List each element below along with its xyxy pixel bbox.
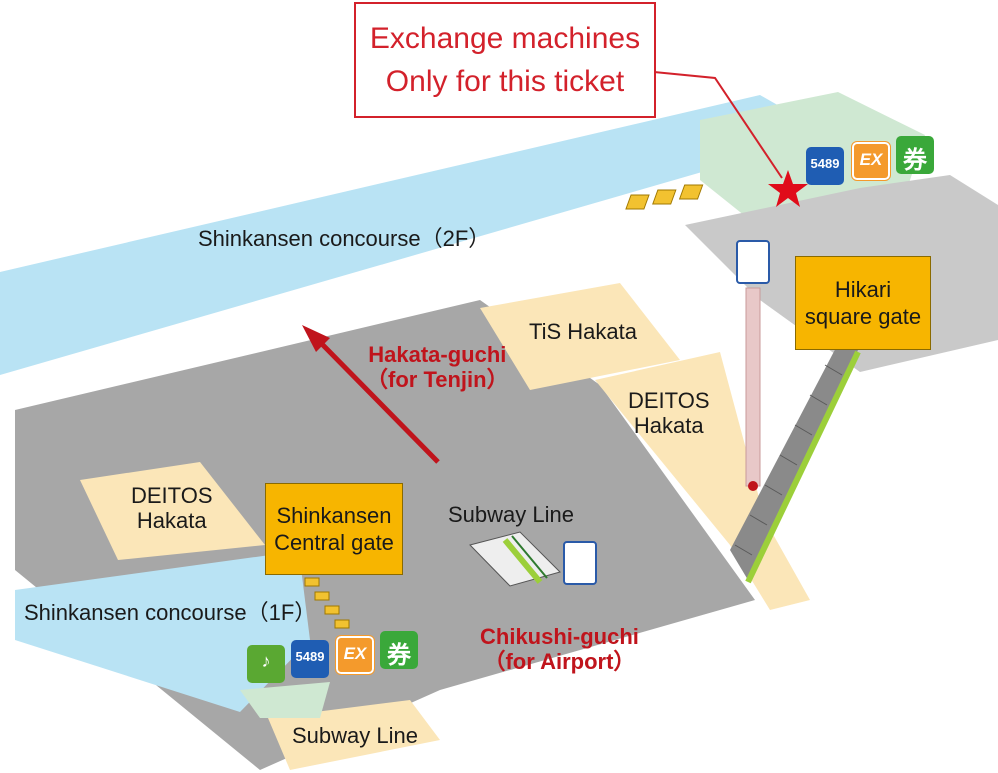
bottom-green-area [240,682,330,718]
concourse-1f-label: Shinkansen concourse（1F） [24,600,317,625]
escalator-steps [734,364,843,556]
callout-line-1: Exchange machines [369,21,641,55]
callout-pointer [653,71,783,179]
hikari-gate-line-2: square gate [804,304,922,329]
subway-stairs [469,531,561,587]
elevator-icon-subway [563,541,597,585]
ex-service-icon-bottom: EX [335,635,375,675]
subway-line-bottom-label: Subway Line [292,723,418,748]
deitos-right-line-1: DEITOS [628,388,710,413]
hakata-guchi-line-2: （for Tenjin） [366,367,509,393]
concourse-2f-area [0,95,830,375]
deitos-right-line-2: Hakata [633,413,704,439]
deitos-right-label: DEITOS Hakata [628,388,710,439]
ticket-ken-icon-bottom: 券 [380,631,418,669]
subway-stairs-rail [502,538,543,584]
deitos-left-line-1: DEITOS [131,483,213,508]
hakata-guchi-label: Hakata-guchi （for Tenjin） [366,342,509,393]
elevator-icon-top [736,240,770,284]
elevator-shaft [745,287,761,487]
hakata-guchi-arrow-head [302,325,330,352]
ex-service-icon-top: EX [851,141,891,181]
elevator-dot [748,481,758,491]
subway-stairs-rail-2 [511,535,548,579]
hikari-square-gate: Hikari square gate [795,256,931,350]
concourse-1f-area [15,555,310,712]
deitos-left-shop [80,462,265,560]
central-gate-line-2: Central gate [274,530,394,555]
deitos-left-line-2: Hakata [136,508,207,534]
hakata-guchi-arrow [316,338,440,464]
deitos-left-label: DEITOS Hakata [131,483,213,534]
central-gate-line-1: Shinkansen [276,502,392,528]
hikari-gate-line-1: Hikari [834,276,892,302]
green-window-icon: ♪ [247,645,285,683]
chikushi-guchi-label: Chikushi-guchi （for Airport） [480,624,639,675]
5489-service-icon-bottom: 5489 [291,640,329,678]
callout-line-2: Only for this ticket [385,65,625,98]
tis-hakata-label: TiS Hakata [529,319,638,344]
subway-line-center-label: Subway Line [448,502,574,527]
chikushi-guchi-line-2: （for Airport） [483,649,636,675]
ticket-ken-icon-top: 券 [896,136,934,174]
concourse-2f-label: Shinkansen concourse（2F） [198,226,491,251]
chikushi-guchi-line-1: Chikushi-guchi [480,624,639,649]
exchange-machines-callout: Exchange machines Only for this ticket [354,2,656,118]
5489-service-icon-top: 5489 [806,147,844,185]
ticket-machines-top [625,184,704,210]
shinkansen-central-gate: Shinkansen Central gate [265,483,403,575]
ticket-machines-bottom [304,577,350,629]
hakata-guchi-line-1: Hakata-guchi [368,342,507,367]
escalator-handrail [745,350,861,584]
tis-hakata-shop [480,283,680,390]
exchange-machine-star-icon [768,170,808,207]
escalator-main [730,340,858,580]
